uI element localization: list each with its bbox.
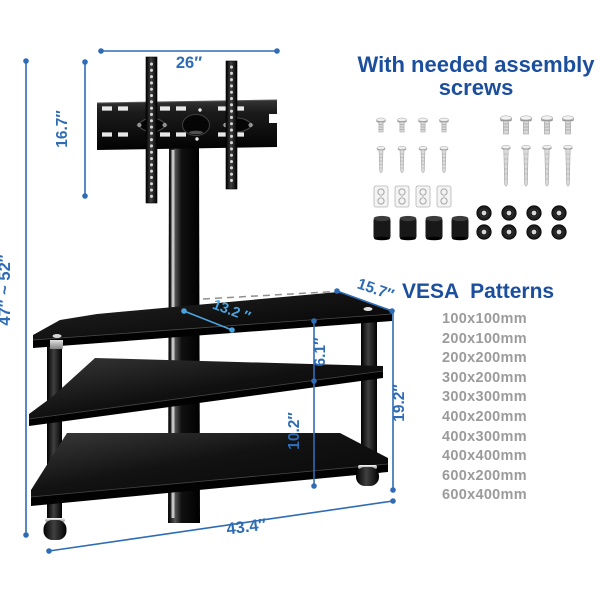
long-screw-icon [418,146,428,174]
adapter-plate-icon [373,185,389,208]
right-foot [356,465,379,486]
hardware-kit [373,115,574,241]
spacer-icon [425,215,443,241]
washer-icon [551,224,567,240]
bottom-shelf [30,433,389,506]
large-bolt-icon [520,115,532,135]
short-bolt-icon [376,117,386,133]
short-bolt-icon [397,117,407,133]
leg-collar [50,340,63,349]
bracket-cutout [182,114,210,136]
rear-right-leg [361,314,377,482]
dim-shelf-stack-height: 19.2″ [390,311,408,493]
dim-overall-height: 47″ ~ 52″ [0,58,29,538]
long-screw-icon [439,146,449,174]
left-foot [43,518,67,540]
large-bolt-icon [541,115,553,135]
dim-base-width: 43.4″ [46,498,396,554]
adapter-plate-icon [394,185,410,208]
long-bolt-icon [521,145,531,187]
vesa-pattern-item: 400x400mm [442,448,527,465]
dim-base-width-label: 43.4″ [225,516,267,539]
bracket-notch [269,114,278,123]
spacer-icon [399,215,417,241]
spacer-icon [451,215,469,241]
bracket-rail-right [225,60,238,190]
vesa-pattern-item: 200x100mm [442,330,527,347]
dim-bracket-width-label: 26″ [176,54,202,72]
vesa-pattern-item: 300x300mm [442,389,527,406]
washer-icon [526,224,542,240]
long-screw-icon [397,146,407,174]
vesa-pattern-item: 200x200mm [442,350,527,367]
vesa-pattern-item: 400x200mm [442,408,527,425]
glass-cap [363,307,373,311]
assembly-heading-line1: With needed assembly [357,52,595,77]
spacer-icon [373,215,391,241]
vesa-pattern-item: 300x200mm [442,369,527,386]
vesa-patterns-heading: VESA Patterns [402,280,555,303]
long-bolt-icon [501,145,511,187]
washer-icon [501,224,517,240]
glass-cap [52,334,62,338]
long-bolt-icon [563,145,573,187]
washer-icon [501,205,517,221]
large-bolt-icon [500,115,512,135]
tv-stand-illustration [28,56,393,540]
dim-gap-top-middle: 6.1″ [311,318,329,384]
dim-bracket-height-label: 16.7″ [54,110,71,148]
dim-gap-top-middle-label: 6.1″ [312,337,329,367]
vesa-pattern-item: 400x300mm [442,428,527,445]
washer-icon [476,224,492,240]
vesa-pattern-item: 600x200mm [442,467,527,484]
vesa-pattern-list: 100x100mm 200x100mm 200x200mm 300x200mm … [442,310,527,506]
vesa-pattern-item: 100x100mm [442,311,527,327]
dim-bracket-width: 26″ [98,48,280,72]
washer-icon [551,205,567,221]
assembly-heading-line2: screws [438,75,514,100]
dim-overall-height-label: 47″ ~ 52″ [0,254,14,325]
adapter-plate-icon [436,185,452,208]
top-shelf [32,292,393,349]
washer-icon [476,205,492,221]
long-screw-icon [376,146,386,174]
dim-shelf-stack-height-label: 19.2″ [391,384,408,422]
adapter-plate-icon [415,185,431,208]
short-bolt-icon [439,117,449,133]
dim-gap-middle-bottom-label: 10.2″ [286,412,303,450]
dim-bracket-height: 16.7″ [54,59,88,199]
middle-shelf [28,358,384,426]
washer-icon [526,205,542,221]
long-bolt-icon [542,145,552,187]
bracket-rail-left [145,56,158,204]
large-bolt-icon [562,115,574,135]
dim-gap-middle-bottom: 10.2″ [286,381,317,489]
vesa-pattern-item: 600x400mm [442,487,527,504]
short-bolt-icon [418,117,428,133]
assembly-screws-heading: With needed assembly screws [346,53,600,99]
tv-mount-bracket [96,56,278,204]
